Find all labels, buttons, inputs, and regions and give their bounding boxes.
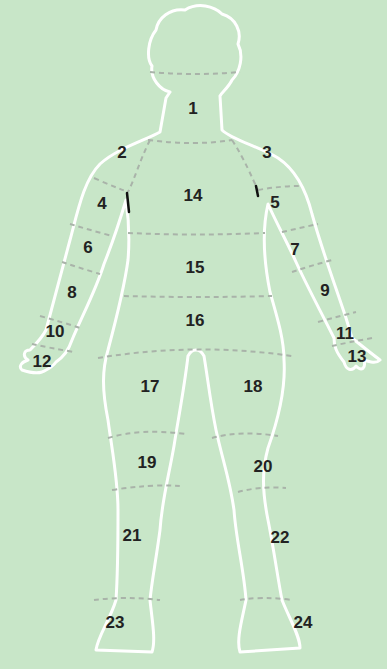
callout-number: 18	[244, 378, 263, 395]
segment-line	[282, 224, 318, 232]
segment-line	[292, 260, 332, 272]
callout-number: 4	[97, 195, 106, 212]
segment-line	[70, 224, 112, 236]
segment-line	[94, 178, 128, 192]
callout-number: 5	[270, 194, 279, 211]
callout-number: 21	[123, 527, 142, 544]
callout-number: 3	[262, 144, 271, 161]
callout-number: 10	[46, 323, 65, 340]
callout-number: 8	[67, 284, 76, 301]
body-silhouette	[20, 6, 380, 652]
callout-number: 7	[290, 241, 299, 258]
callout-number: 22	[271, 529, 290, 546]
segment-line	[212, 433, 278, 438]
segment-line	[94, 598, 160, 600]
segment-line	[128, 233, 265, 235]
segment-line	[240, 598, 292, 600]
callout-number: 11	[336, 325, 354, 342]
segment-line	[98, 349, 292, 358]
callout-number: 2	[117, 144, 126, 161]
segment-line	[128, 140, 150, 192]
callout-number: 17	[141, 378, 160, 395]
callout-number: 15	[186, 259, 205, 276]
segment-line	[318, 312, 356, 322]
callout-number: 19	[138, 454, 157, 471]
callout-number: 1	[188, 100, 197, 117]
segment-line	[232, 140, 258, 190]
armpit-mark	[127, 193, 129, 212]
callout-number: 9	[320, 282, 329, 299]
segment-line	[238, 488, 286, 493]
callout-number: 14	[184, 187, 203, 204]
callout-number: 16	[186, 312, 205, 329]
callout-number: 6	[83, 239, 92, 256]
segment-line	[124, 296, 272, 297]
segment-line	[148, 140, 232, 143]
callout-number: 13	[348, 348, 367, 365]
callout-number: 23	[106, 614, 125, 631]
segment-line	[150, 72, 240, 74]
segment-line	[112, 486, 180, 491]
segment-line	[258, 186, 300, 190]
armpit-mark	[256, 186, 258, 196]
segment-line	[108, 432, 186, 438]
callout-number: 20	[254, 458, 273, 475]
segment-line	[32, 344, 74, 352]
callout-number: 12	[33, 353, 52, 370]
callout-number: 24	[294, 614, 313, 631]
segment-line	[62, 262, 100, 274]
